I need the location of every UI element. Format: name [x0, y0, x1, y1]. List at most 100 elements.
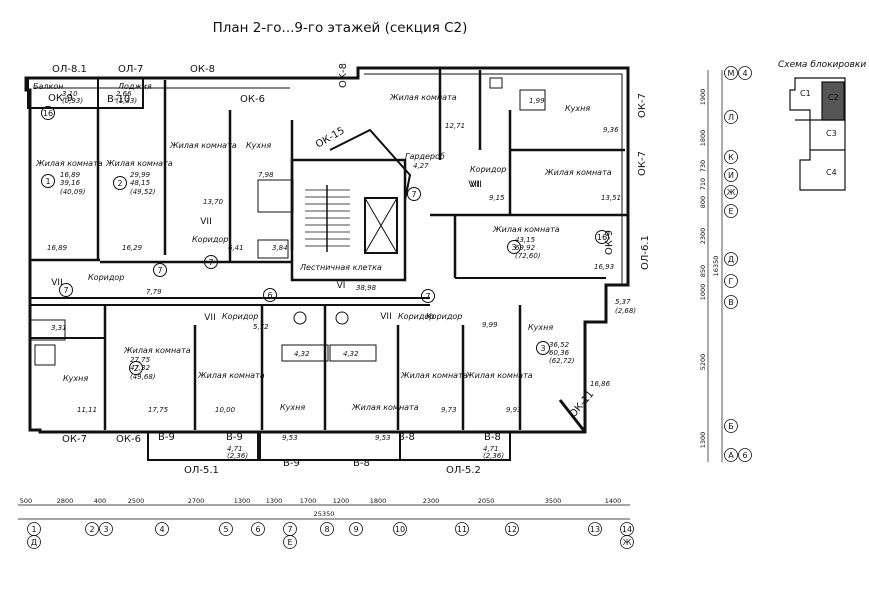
dimension-value: 1800	[699, 130, 707, 147]
room-name: Жилая комната	[123, 346, 191, 355]
marker-label: 16	[43, 109, 53, 118]
marker-circle	[153, 263, 167, 277]
grid-axis-bubble	[155, 522, 169, 536]
marker-circle	[113, 176, 127, 190]
grid-axis-label: 12	[507, 525, 517, 534]
key-plan-section: С3	[826, 129, 837, 138]
marker-label: 7	[425, 292, 430, 301]
grid-axis-bubble	[724, 419, 738, 433]
room-name: Коридор	[222, 312, 258, 321]
room-area: (40,09)	[60, 188, 86, 196]
dimension-value: 2050	[478, 497, 495, 505]
grid-axis-label: 1	[31, 525, 36, 534]
room-name: Жилая комната	[465, 371, 533, 380]
room-area: 4,32	[343, 350, 359, 358]
room-area: 3,31	[51, 324, 67, 332]
window-label: В-9	[283, 458, 300, 469]
window-label: В-9	[158, 432, 175, 443]
grid-axis-bubble	[505, 522, 519, 536]
marker-label: 2	[117, 179, 122, 188]
room-area: (2,36)	[227, 452, 248, 460]
grid-axis-label: 6	[742, 451, 747, 460]
dimension-value: 2800	[57, 497, 74, 505]
window-label: ОЛ-6.1	[640, 235, 651, 270]
plan-title: План 2-го...9-го этажей (секция С2)	[213, 20, 468, 36]
room-area: 36,52	[549, 341, 570, 349]
grid-axis-bubble	[738, 448, 752, 462]
room-area: (49,68)	[130, 373, 156, 381]
room-area: 9,15	[489, 194, 505, 202]
grid-axis-label: В	[728, 298, 734, 307]
marker-circle	[407, 187, 421, 201]
room-name: Коридор	[470, 165, 506, 174]
room-area: 7,79	[146, 288, 162, 296]
grid-axis-bubble	[724, 150, 738, 164]
dimension-value: 1300	[234, 497, 251, 505]
room-area: 5,72	[253, 323, 269, 331]
window-label: ОК-15	[314, 125, 347, 150]
marker-label: 1	[45, 177, 50, 186]
marker-circle	[536, 341, 550, 355]
marker-label: 7	[208, 258, 213, 267]
dimension-value: 1200	[333, 497, 350, 505]
grid-axis-bubble	[349, 522, 363, 536]
marker-label: VII	[51, 278, 62, 288]
marker-circle	[59, 283, 73, 297]
window-label: В-8	[353, 458, 370, 469]
room-area: 16,89	[60, 171, 81, 179]
room-name: Коридор	[398, 312, 434, 321]
room-area: (1,33)	[116, 97, 137, 105]
dimension-value: 2500	[128, 497, 145, 505]
dimension-value: 850	[699, 265, 707, 277]
dimension-value: 3500	[545, 497, 562, 505]
room-area: 29,99	[130, 171, 151, 179]
grid-axis-label: 9	[353, 525, 358, 534]
room-name: Коридор	[192, 235, 228, 244]
room-name: Жилая комната	[544, 168, 612, 177]
window-label: ОК-7	[637, 151, 648, 176]
marker-label: VII	[200, 217, 211, 227]
dimension-value: 1800	[370, 497, 387, 505]
room-area: 9,99	[482, 321, 498, 329]
room-name: Коридор	[426, 312, 462, 321]
dimension-value: 1300	[699, 432, 707, 449]
grid-axis-label: 4	[742, 69, 747, 78]
room-area: 3,84	[272, 244, 288, 252]
dimension-value: 1900	[699, 89, 707, 106]
room-name: Кухня	[528, 323, 553, 332]
window-label: ОК-8	[190, 64, 215, 75]
dimension-value: 500	[20, 497, 32, 505]
room-name: Жилая комната	[351, 403, 419, 412]
window-label: ОЛ-8.1	[52, 64, 87, 75]
room-area: 39,16	[60, 179, 81, 187]
room-name: Жилая комната	[400, 371, 468, 380]
grid-axis-label: 3	[103, 525, 108, 534]
room-area: 4,71	[227, 445, 243, 453]
grid-axis-label: Ж	[727, 188, 736, 197]
room-area: 13,70	[203, 198, 224, 206]
room-area: (2,68)	[615, 307, 636, 315]
room-area: 69,92	[515, 244, 536, 252]
grid-axis-label: Д	[31, 538, 37, 547]
dimension-value: 5200	[699, 354, 707, 371]
room-area: 38,98	[356, 284, 377, 292]
room-name: Жилая комната	[197, 371, 265, 380]
marker-label: 2	[133, 364, 138, 373]
dimension-value: 2700	[188, 497, 205, 505]
marker-label: VII	[468, 180, 479, 190]
grid-axis-label: Ж	[623, 538, 632, 547]
room-name: Кухня	[280, 403, 305, 412]
room-area: 16,89	[47, 244, 68, 252]
marker-label: VII	[380, 312, 391, 322]
grid-axis-bubble	[393, 522, 407, 536]
room-area: (2,36)	[483, 452, 504, 460]
room-area: 4,71	[483, 445, 499, 453]
grid-axis-bubble	[724, 274, 738, 288]
grid-axis-bubble	[738, 66, 752, 80]
grid-axis-label: Д	[728, 255, 734, 264]
dimension-value: 710	[699, 178, 707, 190]
dimension-value: 2300	[423, 497, 440, 505]
grid-axis-label: 14	[622, 525, 632, 534]
room-name: Кухня	[246, 141, 271, 150]
